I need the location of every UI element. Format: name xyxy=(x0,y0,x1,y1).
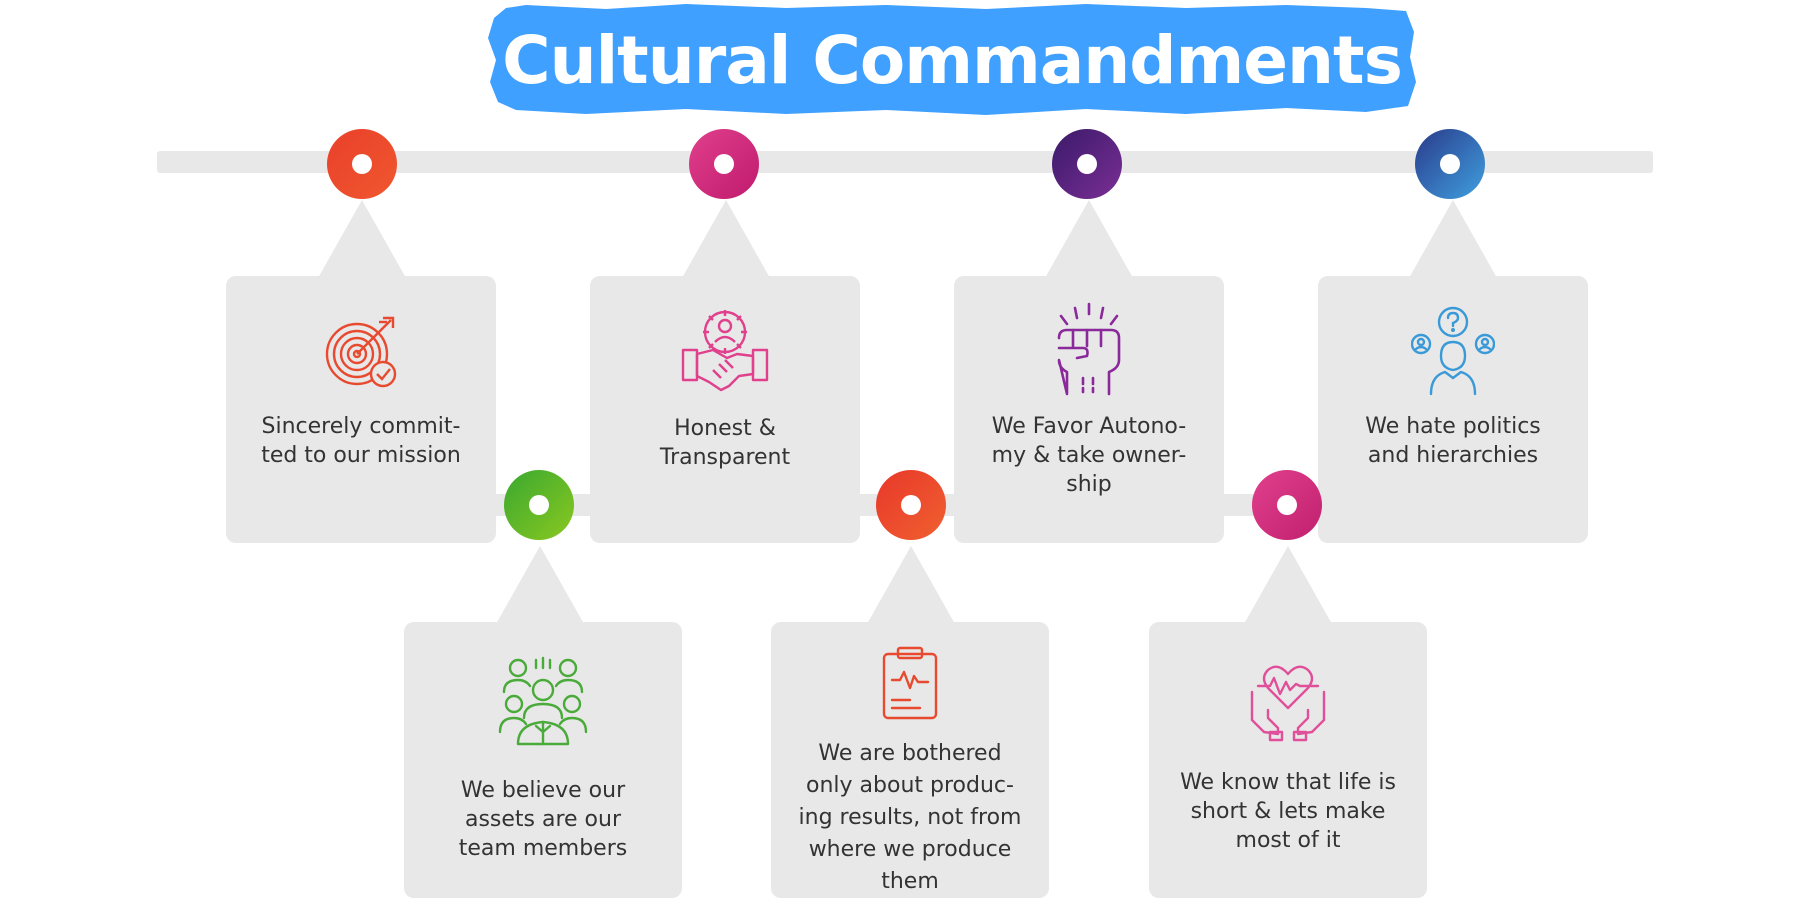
card-top-3: We Favor Autono- my & take owner- ship xyxy=(954,276,1224,543)
fist-icon xyxy=(1057,302,1121,396)
card-text: Sincerely commit- ted to our mission xyxy=(261,414,461,468)
node-top-3 xyxy=(1052,129,1122,199)
card-text: Honest & Transparent xyxy=(659,416,791,470)
pointer-top-4 xyxy=(1409,200,1497,278)
pointer-bottom-2 xyxy=(867,546,955,624)
handshake-icon xyxy=(681,310,769,392)
top-track xyxy=(157,151,1653,173)
node-top-1 xyxy=(327,129,397,199)
card-top-4: We hate politics and hierarchies xyxy=(1318,276,1588,543)
node-top-2 xyxy=(689,129,759,199)
card-text: We hate politics and hierarchies xyxy=(1365,414,1541,468)
target-icon xyxy=(325,316,397,388)
card-text: We are bothered only about produc- ing r… xyxy=(798,741,1022,894)
card-text: We believe our assets are our team membe… xyxy=(458,778,628,861)
pointer-bottom-3 xyxy=(1244,546,1332,624)
pointer-top-2 xyxy=(682,200,770,278)
team-icon xyxy=(498,656,588,746)
pointer-bottom-1 xyxy=(496,546,584,624)
page-title: Cultural Commandments xyxy=(502,21,1403,99)
card-text: We Favor Autono- my & take owner- ship xyxy=(991,414,1187,497)
person-question-icon xyxy=(1411,306,1495,396)
node-bottom-1 xyxy=(504,470,574,540)
clipboard-icon xyxy=(882,646,938,720)
card-text: We know that life is short & lets make m… xyxy=(1180,770,1396,853)
pointer-top-1 xyxy=(318,200,406,278)
node-top-4 xyxy=(1415,129,1485,199)
card-bottom-2: We are bothered only about produc- ing r… xyxy=(771,622,1049,898)
card-bottom-3: We know that life is short & lets make m… xyxy=(1149,622,1427,898)
card-top-1: Sincerely commit- ted to our mission xyxy=(226,276,496,543)
node-bottom-3 xyxy=(1252,470,1322,540)
card-bottom-1: We believe our assets are our team membe… xyxy=(404,622,682,898)
heart-hands-icon xyxy=(1250,665,1326,742)
brush-stroke-background xyxy=(488,4,1416,115)
node-bottom-2 xyxy=(876,470,946,540)
card-top-2: Honest & Transparent xyxy=(590,276,860,543)
pointer-top-3 xyxy=(1045,200,1133,278)
title-banner: Cultural Commandments xyxy=(486,2,1418,118)
